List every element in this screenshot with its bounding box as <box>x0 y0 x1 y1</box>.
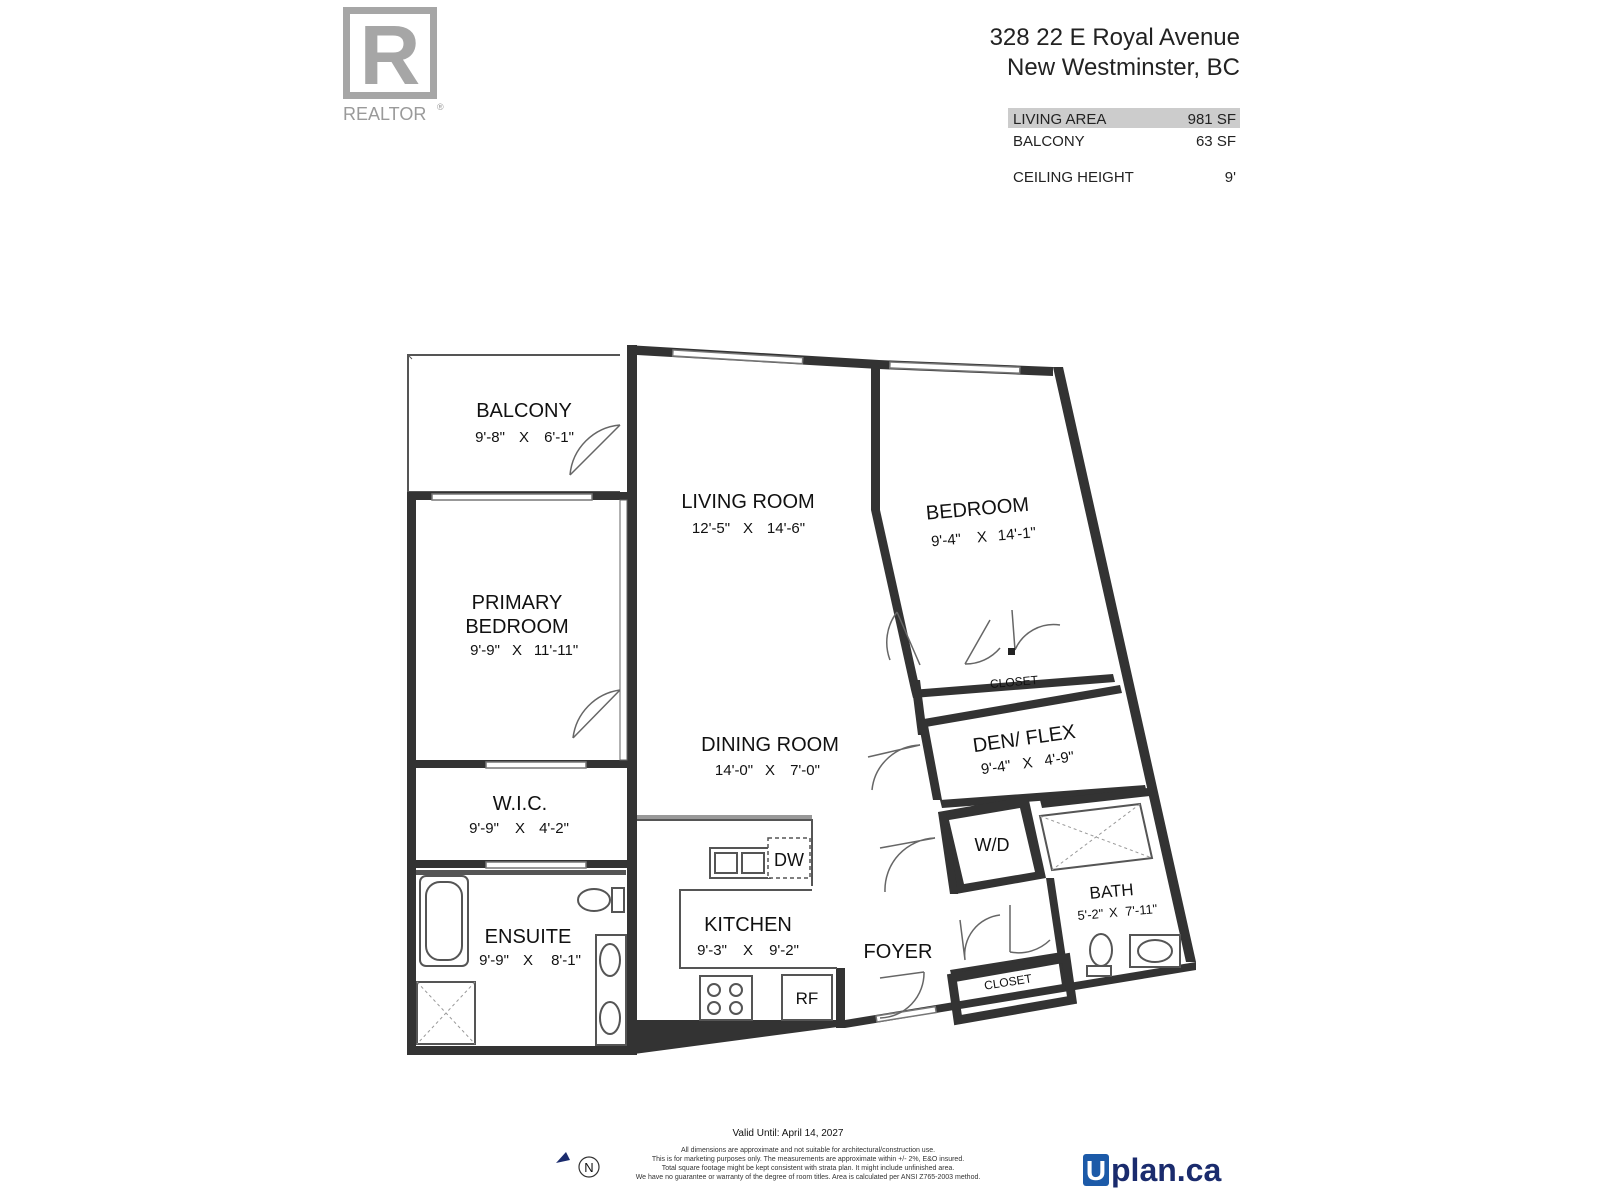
bath-toilet-icon <box>1089 933 1113 967</box>
plan-walls <box>407 345 1196 1055</box>
area-label-balcony: BALCONY <box>1013 133 1085 150</box>
room-dim-bedroom-d: 14'-1" <box>997 524 1037 544</box>
disclaimer-line-2: This is for marketing purposes only. The… <box>652 1156 964 1163</box>
sink-icon <box>599 943 621 977</box>
room-name-ensuite: ENSUITE <box>485 926 572 948</box>
disclaimer-line-4: We have no guarantee or warranty of the … <box>636 1174 981 1181</box>
room-dim-bath-d: 7'-11" <box>1125 901 1159 919</box>
realtor-logo-mark: ® <box>437 102 444 112</box>
realtor-logo-letter: R <box>360 8 421 102</box>
room-dim-kitchen-d: 9'-2" <box>769 942 799 959</box>
area-value-ceiling: 9' <box>1225 169 1236 186</box>
bathtub-icon <box>419 875 469 967</box>
area-row-highlight <box>1008 108 1240 128</box>
room-dim-bedroom-x: X <box>976 529 987 547</box>
room-name-kitchen: KITCHEN <box>704 914 792 936</box>
room-name-foyer: FOYER <box>864 941 933 963</box>
realtor-logo-text: REALTOR <box>343 104 426 124</box>
address-line-2: New Westminster, BC <box>1007 54 1240 81</box>
fridge-label: RF <box>796 989 819 1008</box>
room-dim-balcony-w: 9'-8" <box>475 429 505 446</box>
plan-windows <box>431 349 1021 1023</box>
north-arrow-icon: N <box>556 1152 600 1178</box>
ensuite-toilet-icon <box>577 888 611 912</box>
plan-doors <box>569 424 1061 1019</box>
balcony-outline <box>407 354 620 493</box>
room-name-living: LIVING ROOM <box>681 491 814 513</box>
room-name-dining: DINING ROOM <box>701 734 839 756</box>
area-label-living: LIVING AREA <box>1013 111 1106 128</box>
uplan-logo-u: U <box>1086 1155 1106 1186</box>
fridge-icon <box>781 974 833 1021</box>
room-dim-bedroom-w: 9'-4" <box>930 531 961 551</box>
room-dim-kitchen-w: 9'-3" <box>697 942 727 959</box>
room-dim-balcony-d: 6'-1" <box>544 429 574 446</box>
dishwasher-icon <box>767 837 811 879</box>
room-name-balcony: BALCONY <box>476 400 572 422</box>
uplan-logo: U plan.ca <box>1083 1152 1221 1188</box>
area-value-balcony: 63 SF <box>1196 133 1236 150</box>
ensuite-fixtures <box>416 875 627 1046</box>
uplan-logo-text: plan.ca <box>1111 1152 1221 1188</box>
room-dim-living-d: 14'-6" <box>767 520 805 537</box>
disclaimer-line-1: All dimensions are approximate and not s… <box>681 1147 935 1154</box>
room-name-bath: BATH <box>1089 880 1135 903</box>
north-label: N <box>584 1160 593 1175</box>
room-dim-primary-w: 9'-9" <box>470 642 500 659</box>
valid-until: Valid Until: April 14, 2027 <box>733 1128 844 1139</box>
room-dim-den-w: 9'-4" <box>980 757 1012 778</box>
disclaimer-line-3: Total square footage might be kept consi… <box>662 1165 955 1172</box>
room-dim-den-x: X <box>1021 754 1033 772</box>
room-name-wic: W.I.C. <box>493 793 547 815</box>
room-dim-kitchen-x: X <box>743 942 753 959</box>
area-label-ceiling: CEILING HEIGHT <box>1013 169 1134 186</box>
room-name-primary-1: PRIMARY <box>472 592 563 614</box>
room-dim-bath-x: X <box>1108 905 1118 921</box>
sink-icon <box>599 1001 621 1035</box>
room-dim-primary-x: X <box>512 642 522 659</box>
room-dim-balcony-x: X <box>519 429 529 446</box>
room-dim-ensuite-d: 8'-1" <box>551 952 581 969</box>
room-dim-living-w: 12'-5" <box>692 520 730 537</box>
realtor-logo: R REALTOR ® <box>343 7 444 124</box>
room-name-closet-bedroom: CLOSET <box>989 673 1039 691</box>
room-dim-wic-d: 4'-2" <box>539 820 569 837</box>
dishwasher-label: DW <box>774 850 804 870</box>
washer-dryer-label: W/D <box>975 835 1010 855</box>
footer: Valid Until: April 14, 2027 N All dimens… <box>556 1128 1221 1188</box>
room-dim-dining-x: X <box>765 762 775 779</box>
room-dim-bath-w: 5'-2" <box>1077 906 1104 923</box>
room-dim-living-x: X <box>743 520 753 537</box>
bath-fixtures <box>1038 802 1181 977</box>
room-dim-dining-d: 7'-0" <box>790 762 820 779</box>
room-name-bedroom: BEDROOM <box>925 494 1030 525</box>
room-dim-den-d: 4'-9" <box>1043 748 1075 769</box>
room-dim-ensuite-x: X <box>523 952 533 969</box>
area-table: LIVING AREA 981 SF BALCONY 63 SF CEILING… <box>1008 108 1240 186</box>
room-dim-dining-w: 14'-0" <box>715 762 753 779</box>
stove-icon <box>699 975 753 1021</box>
kitchen-fixtures: DW RF <box>637 815 837 1021</box>
room-dim-wic-w: 9'-9" <box>469 820 499 837</box>
area-value-living: 981 SF <box>1188 111 1236 128</box>
room-dim-wic-x: X <box>515 820 525 837</box>
room-name-primary-2: BEDROOM <box>465 616 568 638</box>
room-dim-ensuite-w: 9'-9" <box>479 952 509 969</box>
address-line-1: 328 22 E Royal Avenue <box>990 24 1240 51</box>
room-dim-primary-d: 11'-11" <box>534 642 578 659</box>
